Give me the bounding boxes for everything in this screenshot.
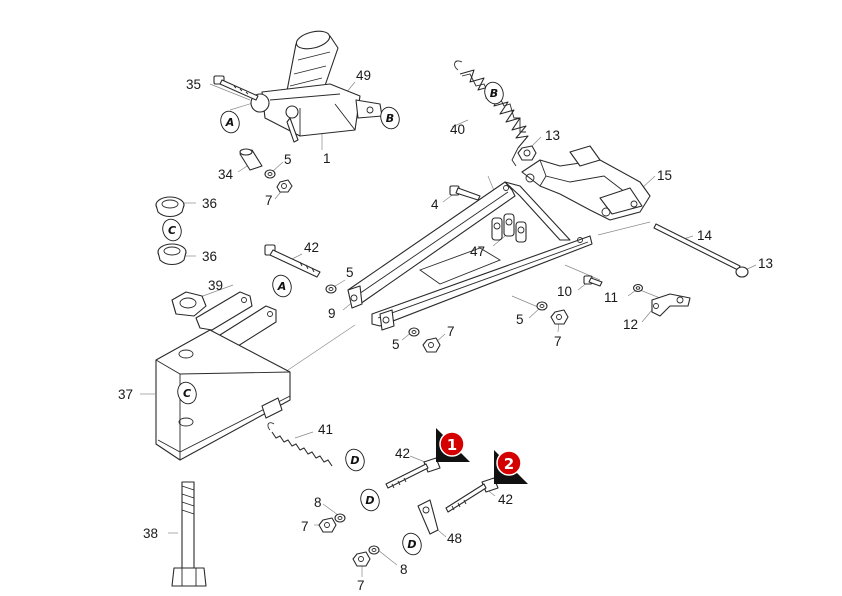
callout-14: 14	[697, 228, 713, 243]
callout-37: 37	[118, 387, 133, 402]
step-badge-2: 2	[494, 450, 528, 484]
link-part-12	[651, 293, 691, 317]
callout-15: 15	[657, 168, 672, 183]
nut-part-39	[171, 291, 207, 317]
callout-7-lower: 7	[447, 324, 455, 339]
callout-10: 10	[557, 284, 572, 299]
washer-part-8-b	[368, 545, 380, 555]
callout-40: 40	[450, 122, 465, 137]
bolt-part-42-step1	[385, 457, 441, 489]
callout-1: 1	[323, 151, 331, 166]
callout-5-right: 5	[516, 312, 524, 327]
bushing-part-34	[239, 148, 263, 171]
callout-8-b: 8	[400, 562, 408, 577]
marker-b-motor: B	[380, 106, 400, 130]
marker-d-link: D	[402, 532, 422, 556]
callout-7-a: 7	[301, 519, 309, 534]
nut-part-13-top	[517, 145, 537, 161]
callout-42-step1: 42	[395, 446, 410, 461]
nut-part-7-motor	[276, 179, 293, 193]
washer-part-8-a	[334, 513, 346, 523]
svg-text:A: A	[277, 280, 287, 293]
callout-13-right: 13	[758, 256, 773, 271]
callout-47: 47	[470, 244, 485, 259]
callout-49: 49	[356, 68, 371, 83]
motor-actuator-part-1	[250, 30, 383, 143]
nut-part-7-b	[352, 551, 371, 567]
svg-text:A: A	[225, 116, 235, 129]
callout-42-step2: 42	[498, 492, 513, 507]
callout-9: 9	[328, 306, 336, 321]
step-badge-1: 1	[436, 428, 470, 462]
callout-7-motor: 7	[265, 193, 273, 208]
spring-part-41	[267, 422, 333, 467]
callout-11: 11	[604, 290, 618, 305]
callout-48: 48	[447, 531, 462, 546]
svg-text:D: D	[365, 494, 374, 507]
marker-a-plate: A	[272, 274, 292, 298]
callout-36-lower: 36	[202, 249, 217, 264]
washer-part-11	[632, 283, 644, 293]
screw-part-10	[583, 275, 603, 287]
bolt-part-35	[213, 75, 259, 101]
callout-39: 39	[208, 278, 223, 293]
bolt-part-42-upper	[264, 244, 321, 278]
marker-a-motor: A	[220, 110, 240, 134]
callout-35: 35	[186, 77, 201, 92]
bracket-block-part-37	[155, 329, 291, 461]
callout-5-motor: 5	[284, 152, 292, 167]
nut-part-7-right	[550, 309, 569, 325]
callout-8-a: 8	[314, 495, 322, 510]
callout-13-top: 13	[545, 128, 560, 143]
svg-text:2: 2	[504, 455, 514, 473]
bolt-part-42-step2	[445, 477, 499, 513]
spring-part-40	[454, 60, 529, 167]
link-part-48	[417, 499, 439, 535]
callout-34: 34	[218, 167, 234, 182]
svg-text:B: B	[490, 87, 498, 100]
marker-d-spring: D	[345, 448, 365, 472]
callout-36-upper: 36	[202, 196, 217, 211]
marker-c-block: C	[177, 381, 197, 405]
washer-part-5-right	[536, 301, 548, 311]
callout-42-upper: 42	[304, 240, 319, 255]
grommet-part-36-upper	[155, 196, 185, 218]
grommet-part-36-lower	[157, 243, 187, 266]
washer-part-5-motor	[264, 169, 276, 179]
marker-b-spring: B	[484, 81, 504, 105]
callout-7-right: 7	[554, 334, 562, 349]
callout-41: 41	[318, 422, 333, 437]
bolt-part-4	[449, 185, 481, 201]
callout-38: 38	[143, 526, 158, 541]
nut-part-7-a	[318, 517, 337, 533]
svg-text:1: 1	[447, 436, 457, 454]
callout-4: 4	[431, 197, 439, 212]
connection-markers: A B B C A C D D	[162, 81, 504, 556]
marker-d-bolt: D	[360, 488, 380, 512]
svg-text:D: D	[407, 538, 416, 551]
bolt-part-38	[171, 481, 207, 587]
callout-5-lower: 5	[392, 337, 400, 352]
nut-part-7-lower	[422, 337, 441, 353]
washer-part-5-frame	[325, 284, 337, 294]
svg-text:B: B	[386, 112, 394, 125]
bracket-part-15	[521, 145, 651, 221]
marker-c-grommet: C	[162, 218, 182, 242]
svg-text:C: C	[168, 224, 176, 237]
svg-text:D: D	[350, 454, 359, 467]
a-frame-part-47	[347, 181, 593, 331]
callout-numbers: 1 35 49 34 5 7 36 36 42 5 39 9 5 7 37 4 …	[118, 68, 773, 593]
callout-5-frame: 5	[346, 265, 354, 280]
svg-text:C: C	[183, 387, 191, 400]
callout-7-b: 7	[357, 578, 365, 593]
callout-12: 12	[623, 317, 638, 332]
rod-part-14	[653, 223, 749, 278]
washer-part-5-lower	[408, 327, 420, 337]
